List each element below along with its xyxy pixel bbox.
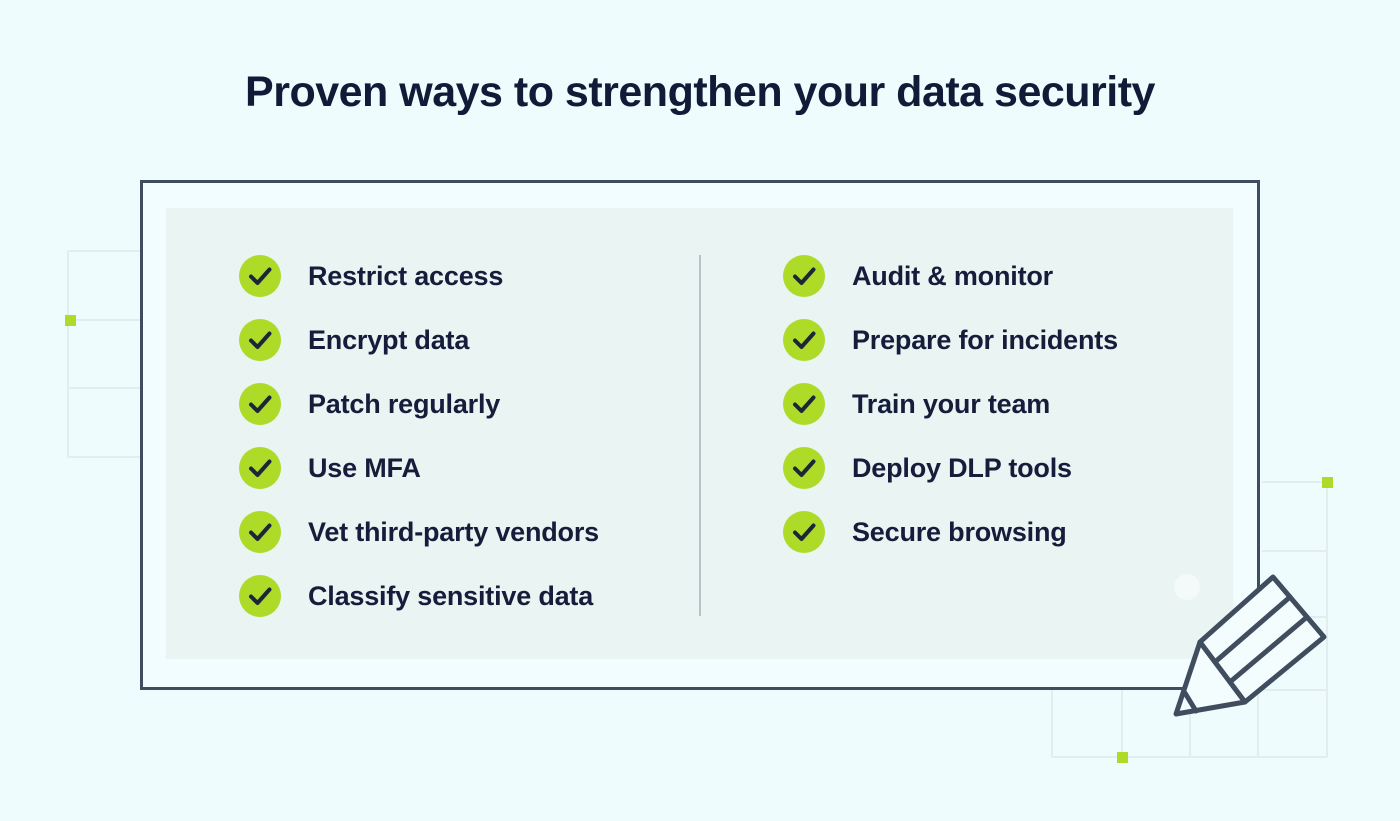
checklist-panel: Restrict access Encrypt data Patch regul…: [166, 208, 1233, 659]
checklist-item-label: Train your team: [852, 388, 1051, 419]
checklist-item: Train your team: [783, 383, 1118, 425]
check-icon: [239, 383, 281, 425]
check-icon: [239, 319, 281, 361]
page-title: Proven ways to strengthen your data secu…: [245, 68, 1155, 116]
check-icon: [239, 255, 281, 297]
checklist-item: Patch regularly: [239, 383, 599, 425]
grid-accent-square: [1117, 752, 1128, 763]
check-icon: [239, 511, 281, 553]
checklist-item-label: Encrypt data: [308, 324, 470, 355]
checklist-item: Classify sensitive data: [239, 575, 599, 617]
checklist-card: Restrict access Encrypt data Patch regul…: [140, 180, 1260, 690]
column-divider: [699, 255, 701, 616]
checklist-item: Encrypt data: [239, 319, 599, 361]
check-icon: [783, 383, 825, 425]
checklist-item-label: Use MFA: [308, 452, 421, 483]
checklist-item-label: Prepare for incidents: [852, 324, 1118, 355]
checklist-item: Deploy DLP tools: [783, 447, 1118, 489]
check-icon: [239, 575, 281, 617]
grid-accent-square: [65, 315, 76, 326]
check-icon: [783, 255, 825, 297]
checklist-column-left: Restrict access Encrypt data Patch regul…: [239, 255, 599, 639]
check-icon: [783, 511, 825, 553]
checklist-item-label: Deploy DLP tools: [852, 452, 1072, 483]
grid-accent-square: [1322, 477, 1333, 488]
checklist-item-label: Patch regularly: [308, 388, 501, 419]
check-icon: [239, 447, 281, 489]
checklist-item: Restrict access: [239, 255, 599, 297]
checklist-item: Secure browsing: [783, 511, 1118, 553]
checklist-item: Audit & monitor: [783, 255, 1118, 297]
checklist-item-label: Vet third-party vendors: [308, 516, 599, 547]
checklist-item-label: Secure browsing: [852, 516, 1067, 547]
check-icon: [783, 319, 825, 361]
checklist-item-label: Restrict access: [308, 260, 504, 291]
checklist-item: Prepare for incidents: [783, 319, 1118, 361]
checklist-item: Use MFA: [239, 447, 599, 489]
check-icon: [783, 447, 825, 489]
checklist-item-label: Classify sensitive data: [308, 580, 594, 611]
checklist-column-right: Audit & monitor Prepare for incidents Tr…: [783, 255, 1118, 575]
checklist-item-label: Audit & monitor: [852, 260, 1053, 291]
checklist-item: Vet third-party vendors: [239, 511, 599, 553]
